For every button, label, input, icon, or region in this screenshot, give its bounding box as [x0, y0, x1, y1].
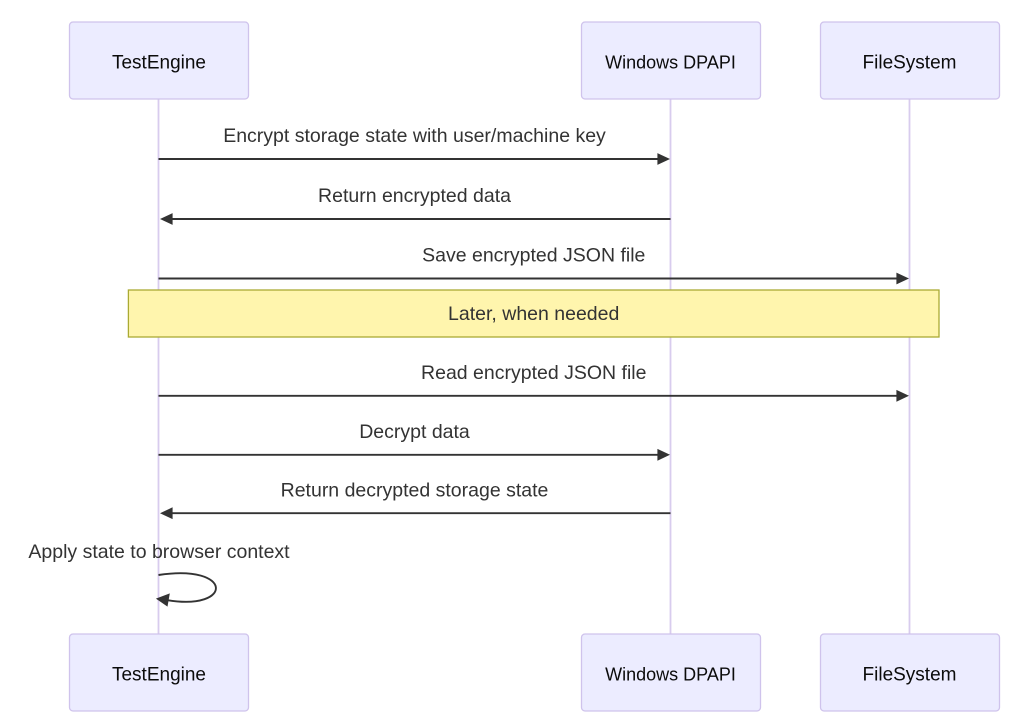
svg-text:Later, when needed: Later, when needed: [448, 303, 619, 325]
svg-text:FileSystem: FileSystem: [863, 52, 957, 73]
svg-text:TestEngine: TestEngine: [112, 664, 206, 685]
svg-text:Decrypt data: Decrypt data: [359, 421, 470, 443]
svg-text:Return encrypted data: Return encrypted data: [318, 185, 511, 207]
svg-text:Apply state to browser context: Apply state to browser context: [28, 541, 290, 563]
svg-text:Windows DPAPI: Windows DPAPI: [605, 664, 736, 684]
svg-text:Encrypt storage state with use: Encrypt storage state with user/machine …: [223, 125, 606, 147]
svg-text:FileSystem: FileSystem: [863, 664, 957, 685]
svg-text:Windows DPAPI: Windows DPAPI: [605, 52, 736, 72]
svg-text:TestEngine: TestEngine: [112, 52, 206, 73]
svg-text:Save encrypted JSON file: Save encrypted JSON file: [422, 245, 645, 267]
svg-text:Return decrypted storage state: Return decrypted storage state: [281, 479, 549, 501]
svg-text:Read encrypted JSON file: Read encrypted JSON file: [421, 362, 646, 384]
